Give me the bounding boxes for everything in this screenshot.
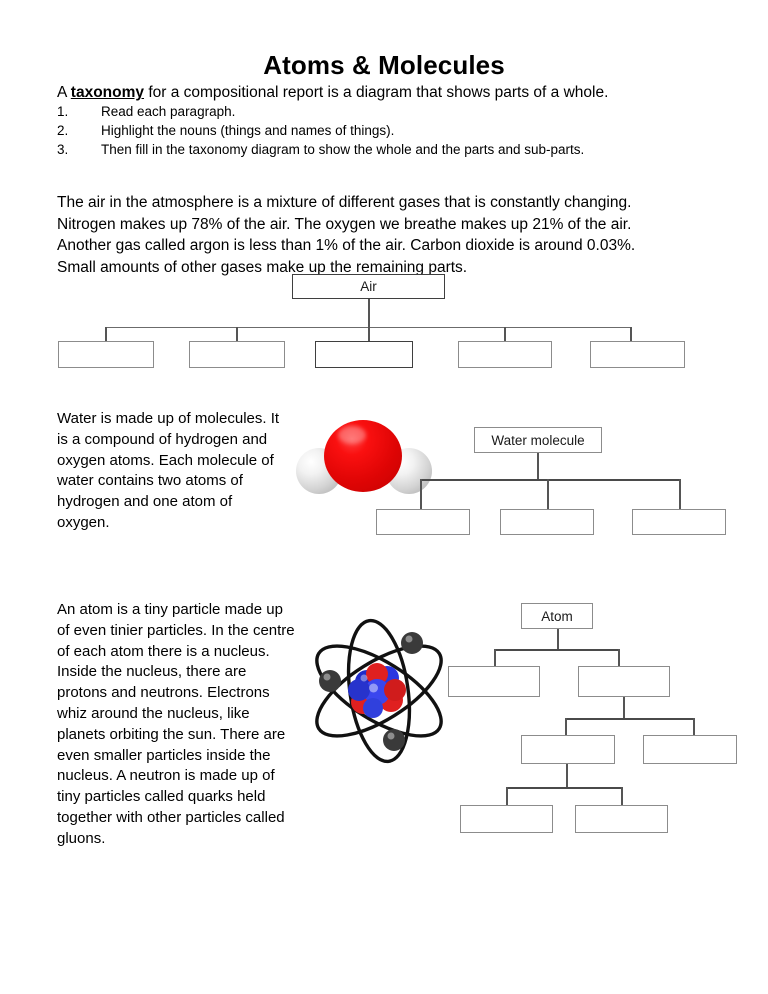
atom-root-node[interactable]: Atom [521, 603, 593, 629]
air-paragraph-line: Nitrogen makes up 78% of the air. The ox… [57, 215, 632, 233]
intro-keyword: taxonomy [70, 84, 145, 101]
nucleus-cluster [348, 663, 406, 718]
water-root-node[interactable]: Water molecule [474, 427, 602, 453]
water-child-box[interactable] [632, 509, 726, 535]
air-child-box[interactable] [458, 341, 552, 368]
air-root-label: Air [360, 279, 377, 294]
water-child-box[interactable] [500, 509, 594, 535]
atom-root-label: Atom [541, 608, 573, 624]
oxygen-atom-sphere [324, 420, 402, 492]
connector-vertical [547, 479, 549, 509]
list-item-number: 3. [57, 142, 69, 157]
connector-horizontal [507, 787, 623, 789]
connector-vertical [504, 327, 506, 342]
intro-prefix: A [57, 84, 71, 101]
list-item: 3. Then fill in the taxonomy diagram to … [57, 142, 717, 161]
atom-level3-box[interactable] [521, 735, 615, 764]
electron-particle [319, 670, 341, 692]
connector-vertical [236, 327, 238, 342]
connector-vertical [105, 327, 107, 342]
list-item-number: 2. [57, 123, 69, 138]
list-item-label: Read each paragraph. [101, 104, 236, 119]
connector-vertical [557, 629, 559, 650]
air-child-box[interactable] [189, 341, 285, 368]
connector-vertical [565, 718, 567, 735]
air-paragraph: The air in the atmosphere is a mixture o… [57, 192, 717, 278]
connector-vertical [368, 299, 370, 327]
water-child-box[interactable] [376, 509, 470, 535]
atom-level2-box[interactable] [448, 666, 540, 697]
atom-level2-box[interactable] [578, 666, 670, 697]
connector-vertical [420, 479, 422, 509]
connector-horizontal [421, 479, 680, 481]
atom-level4-box[interactable] [575, 805, 668, 833]
connector-vertical [621, 787, 623, 805]
air-root-node[interactable]: Air [292, 274, 445, 299]
instruction-list: 1. Read each paragraph. 2. Highlight the… [57, 104, 717, 161]
electron-particle [401, 632, 423, 654]
atom-model-icon [303, 612, 455, 770]
atom-level4-box[interactable] [460, 805, 553, 833]
connector-vertical [494, 649, 496, 666]
list-item-label: Highlight the nouns (things and names of… [101, 123, 395, 138]
page-title: Atoms & Molecules [263, 50, 505, 80]
air-paragraph-line: The air in the atmosphere is a mixture o… [57, 194, 632, 211]
water-root-label: Water molecule [491, 432, 585, 448]
orbit-path [315, 644, 443, 738]
atom-level3-box[interactable] [643, 735, 737, 764]
orbit-path [315, 644, 443, 738]
connector-vertical [506, 787, 508, 805]
connector-vertical [537, 453, 539, 480]
water-molecule-icon [296, 414, 432, 496]
water-paragraph: Water is made up of molecules. It is a c… [57, 410, 280, 531]
intro-sentence: A taxonomy for a compositional report is… [57, 84, 608, 102]
air-child-box[interactable] [590, 341, 685, 368]
air-child-box[interactable] [315, 341, 413, 368]
electron-particle [383, 729, 405, 751]
air-paragraph-line: Small amounts of other gases make up the… [57, 258, 468, 276]
atom-paragraph: An atom is a tiny particle made up of ev… [57, 601, 295, 847]
list-item-number: 1. [57, 104, 69, 119]
connector-vertical [623, 697, 625, 719]
intro-suffix: for a compositional report is a diagram … [144, 84, 609, 101]
connector-vertical [679, 479, 681, 509]
connector-horizontal [566, 718, 694, 720]
air-paragraph-line: Another gas called argon is less than 1%… [57, 237, 636, 254]
list-item: 1. Read each paragraph. [57, 104, 717, 123]
electron-group [319, 632, 423, 751]
list-item-label: Then fill in the taxonomy diagram to sho… [101, 142, 585, 157]
connector-vertical [368, 327, 370, 342]
list-item: 2. Highlight the nouns (things and names… [57, 123, 717, 142]
connector-vertical [566, 764, 568, 788]
atom-model-svg [315, 618, 443, 764]
connector-horizontal [495, 649, 619, 651]
connector-vertical [693, 718, 695, 735]
connector-vertical [618, 649, 620, 666]
air-child-box[interactable] [58, 341, 154, 368]
connector-vertical [630, 327, 632, 342]
